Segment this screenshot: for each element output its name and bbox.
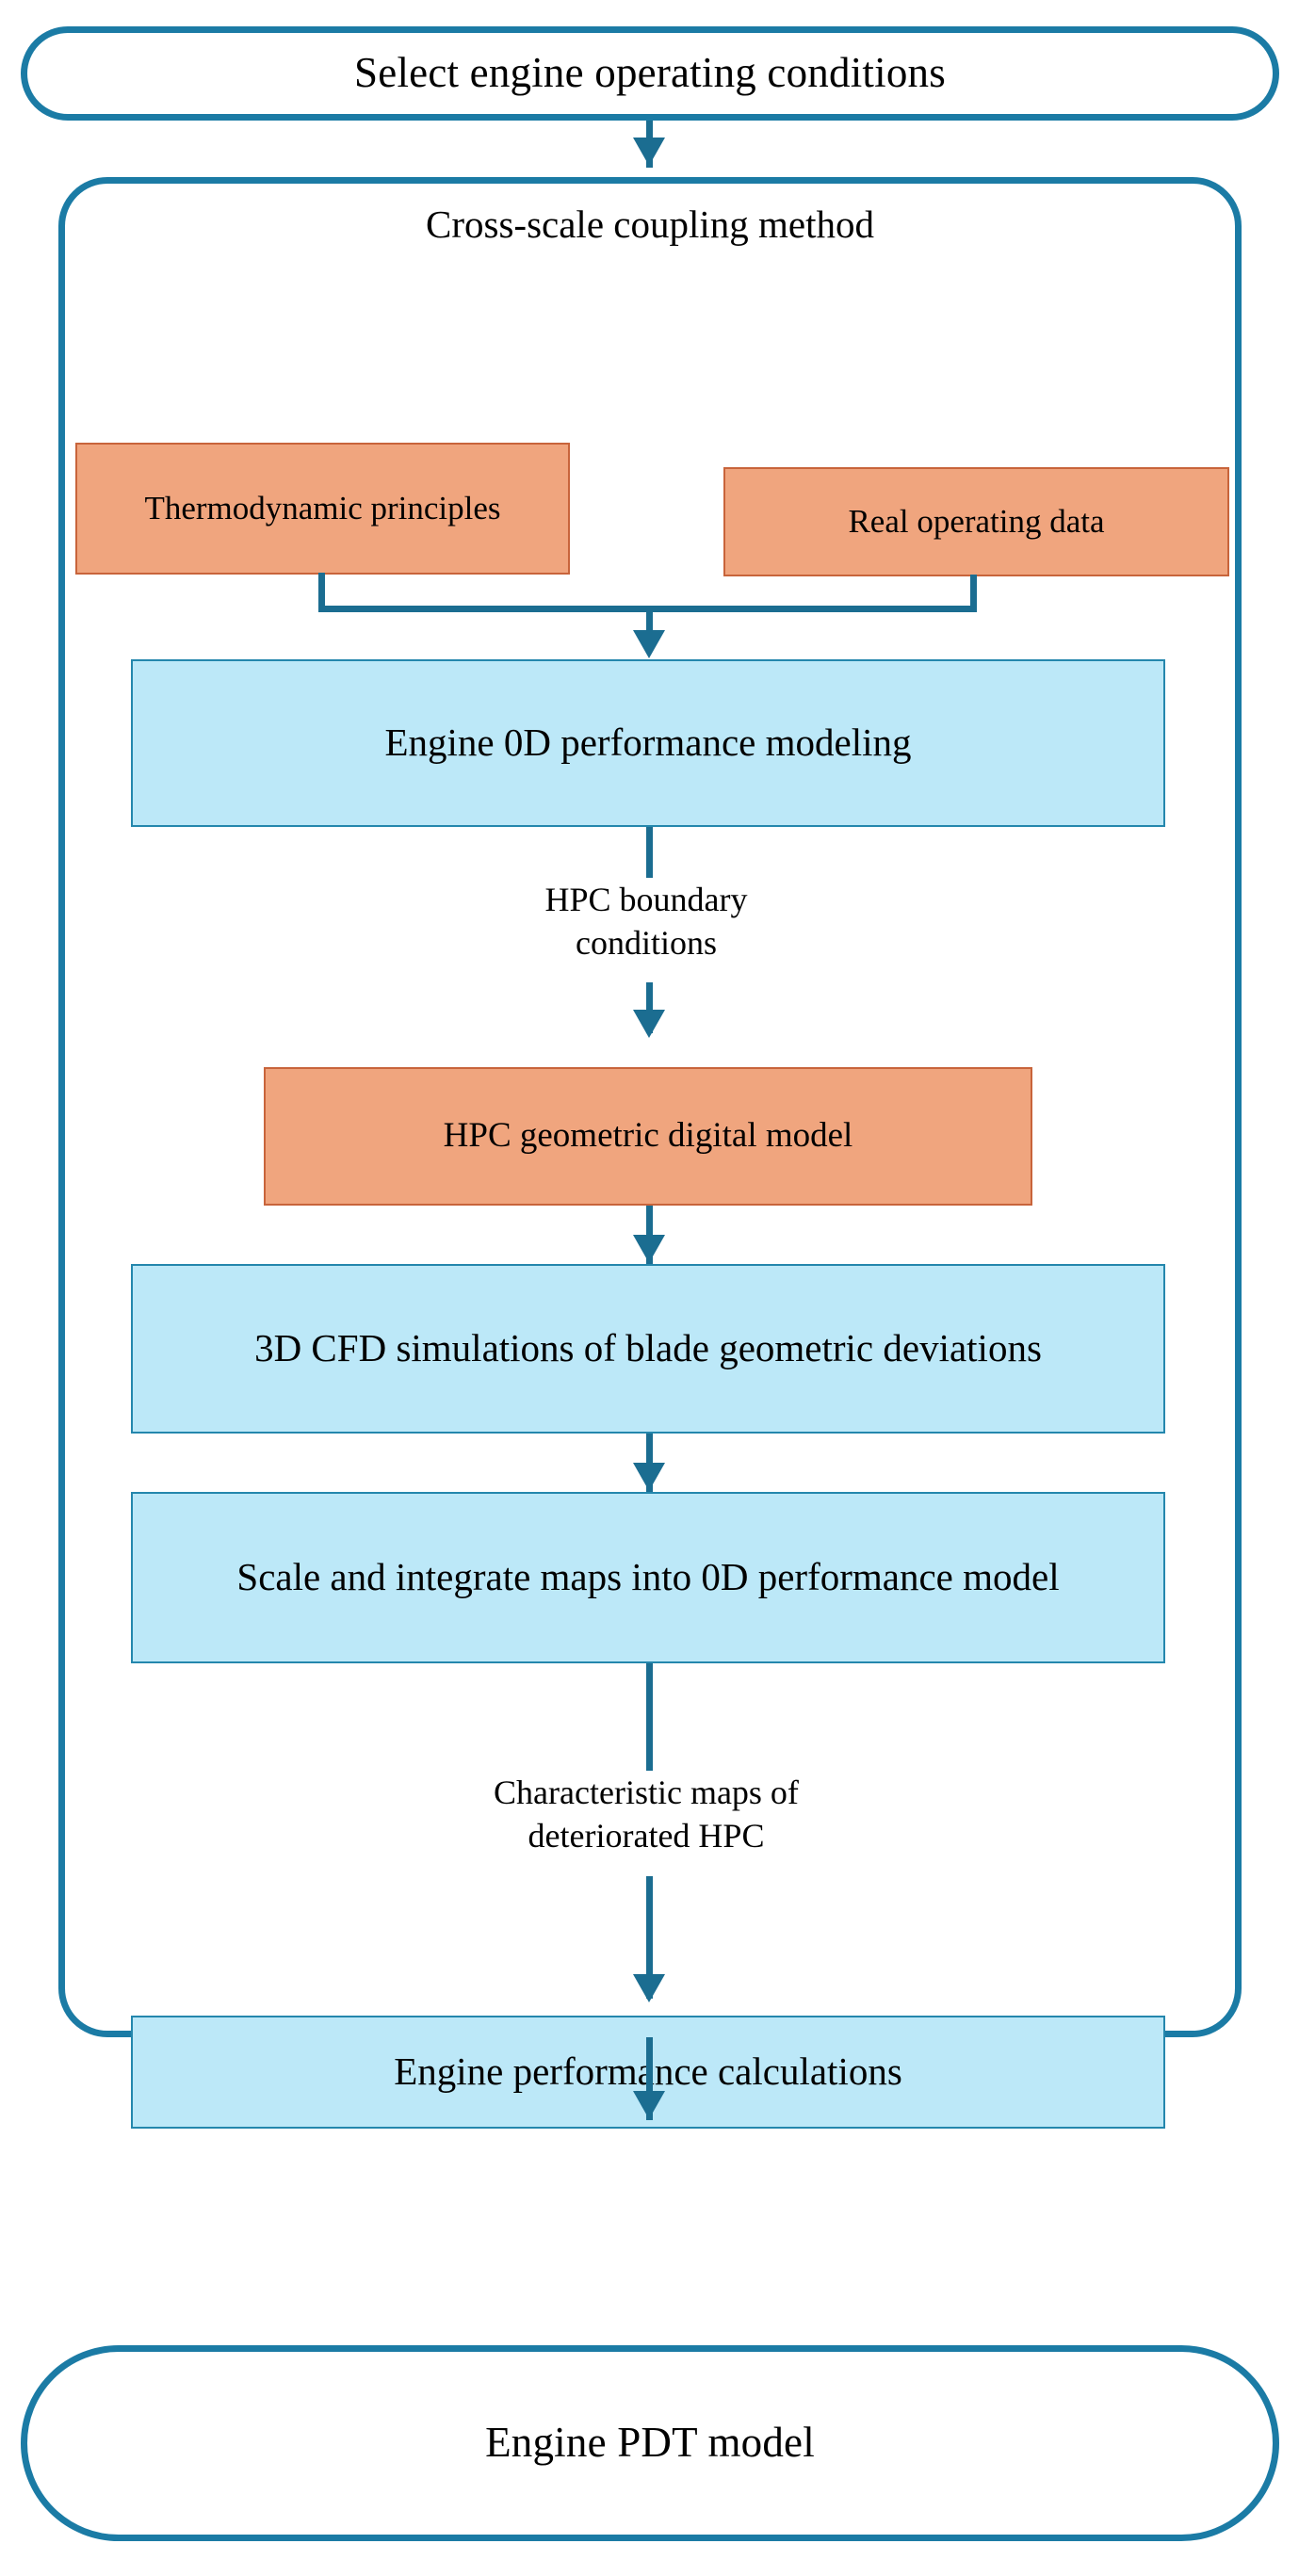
edge-hpc-to-cfd-arrow (633, 1235, 665, 1263)
bracket-right-stem (970, 575, 977, 612)
node-thermodynamic-principles-label: Thermodynamic principles (144, 490, 501, 527)
node-engine-0d-performance-modeling[interactable]: Engine 0D performance modeling (131, 659, 1165, 827)
edge-hpc-boundary-line-top (646, 827, 653, 885)
edge-label-hpc-boundary-conditions-line1: HPC boundary (544, 881, 748, 918)
node-hpc-geometric-digital-model-label: HPC geometric digital model (443, 1116, 853, 1156)
node-3d-cfd-simulations-label: 3D CFD simulations of blade geometric de… (254, 1326, 1042, 1370)
edge-label-hpc-boundary-conditions: HPC boundary conditions (364, 878, 929, 965)
edge-characteristic-maps-line-bottom (646, 1876, 653, 1999)
bracket-center-stem (646, 606, 653, 651)
end-terminator-label: Engine PDT model (485, 2419, 815, 2467)
edge-label-characteristic-maps-line2: deteriorated HPC (528, 1817, 765, 1855)
node-real-operating-data[interactable]: Real operating data (723, 467, 1229, 576)
node-thermodynamic-principles[interactable]: Thermodynamic principles (75, 443, 570, 575)
node-real-operating-data-label: Real operating data (848, 503, 1105, 541)
bracket-arrow (633, 630, 665, 658)
node-engine-0d-performance-modeling-label: Engine 0D performance modeling (384, 721, 912, 765)
start-terminator[interactable]: Select engine operating conditions (21, 26, 1279, 121)
edge-hpc-boundary-line-bottom (646, 982, 653, 1033)
edge-group-to-end-line (646, 2037, 653, 2120)
edge-hpc-boundary-arrow (633, 1010, 665, 1038)
edge-label-characteristic-maps-line1: Characteristic maps of (494, 1774, 799, 1811)
group-title: Cross-scale coupling method (426, 203, 874, 246)
edge-cfd-to-scale-arrow (633, 1463, 665, 1491)
edge-group-to-end-arrow (633, 2091, 665, 2119)
node-3d-cfd-simulations[interactable]: 3D CFD simulations of blade geometric de… (131, 1264, 1165, 1434)
node-scale-integrate-maps[interactable]: Scale and integrate maps into 0D perform… (131, 1492, 1165, 1663)
edge-label-hpc-boundary-conditions-line2: conditions (576, 924, 717, 963)
edge-characteristic-maps-arrow (633, 1974, 665, 2002)
start-terminator-label: Select engine operating conditions (354, 49, 946, 97)
bracket-left-stem (318, 573, 325, 612)
end-terminator[interactable]: Engine PDT model (21, 2345, 1279, 2541)
edge-label-characteristic-maps: Characteristic maps of deteriorated HPC (317, 1771, 976, 1858)
node-hpc-geometric-digital-model[interactable]: HPC geometric digital model (264, 1067, 1032, 1206)
node-scale-integrate-maps-label: Scale and integrate maps into 0D perform… (236, 1555, 1060, 1599)
edge-start-to-group-arrow (633, 138, 665, 166)
edge-characteristic-maps-line-top (646, 1663, 653, 1776)
